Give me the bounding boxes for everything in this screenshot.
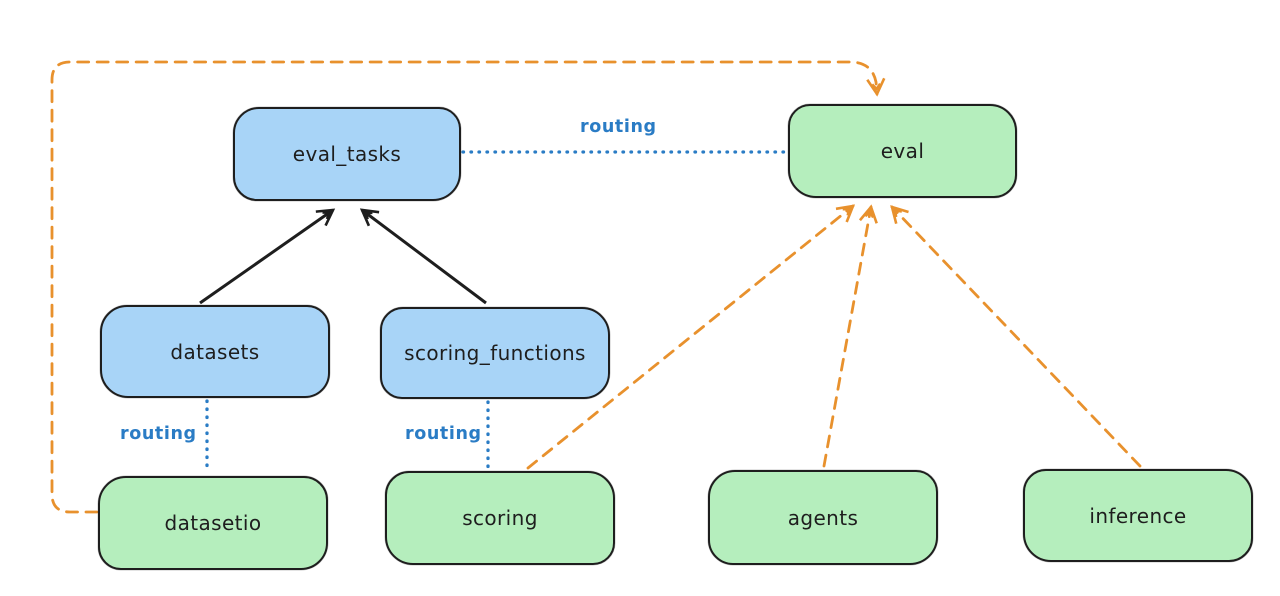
- routing-label-scoring-functions-scoring: routing: [405, 424, 482, 444]
- routing-label-eval-tasks-eval: routing: [580, 117, 657, 137]
- edge-agents-to-eval: [822, 204, 878, 468]
- node-scoring-label: scoring: [462, 506, 538, 530]
- edge-datasets-to-eval-tasks: [199, 208, 336, 305]
- node-eval-label: eval: [880, 139, 925, 163]
- node-datasetio-label: datasetio: [164, 511, 262, 535]
- node-scoring: scoring: [385, 471, 615, 565]
- node-datasets-label: datasets: [170, 339, 260, 364]
- node-eval-tasks-label: eval_tasks: [292, 142, 402, 166]
- edge-scoring-functions-to-eval-tasks: [359, 208, 487, 305]
- node-agents: agents: [708, 470, 938, 565]
- node-inference: inference: [1023, 469, 1253, 562]
- node-datasets: datasets: [100, 305, 330, 398]
- edge-scoring-to-eval: [526, 204, 856, 470]
- routing-label-datasets-datasetio: routing: [120, 424, 197, 444]
- node-datasetio: datasetio: [98, 476, 328, 570]
- node-scoring-functions: scoring_functions: [380, 307, 610, 399]
- node-eval: eval: [788, 104, 1017, 198]
- edge-datasetio-to-eval: [50, 60, 886, 514]
- node-scoring-functions-label: scoring_functions: [404, 341, 586, 365]
- node-eval-tasks: eval_tasks: [233, 107, 461, 201]
- node-inference-label: inference: [1089, 503, 1187, 528]
- edge-inference-to-eval: [890, 205, 1142, 468]
- node-agents-label: agents: [787, 505, 859, 530]
